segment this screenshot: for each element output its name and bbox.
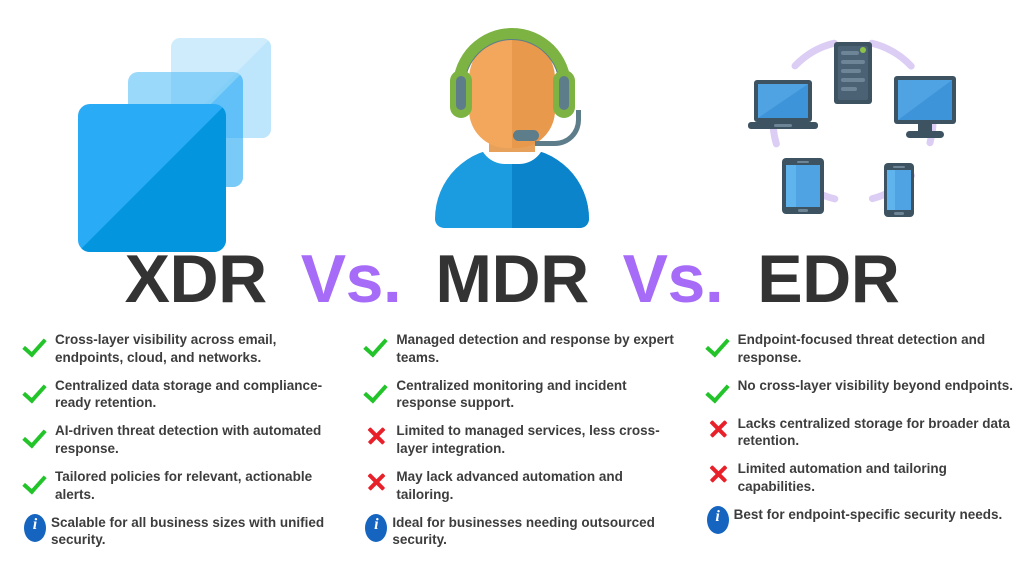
feature-bullet-text: Best for endpoint-specific security need…	[733, 506, 1003, 522]
mdr-feature-list: Managed detection and response by expert…	[341, 330, 682, 558]
feature-bullet: AI-driven threat detection with automate…	[22, 421, 335, 458]
x-icon	[363, 422, 391, 450]
feature-bullet-text: AI-driven threat detection with automate…	[55, 423, 322, 457]
check-icon	[705, 377, 733, 405]
smartphone-icon	[883, 162, 914, 217]
feature-bullet-text: Centralized monitoring and incident resp…	[396, 377, 627, 411]
feature-bullet: Lacks centralized storage for broader da…	[705, 414, 1018, 451]
icon-row	[0, 0, 1024, 252]
feature-bullet-text: Lacks centralized storage for broader da…	[737, 415, 1010, 449]
info-icon: i	[24, 513, 46, 542]
check-icon	[363, 331, 391, 359]
check-icon	[22, 422, 50, 450]
headset-earcup-right-inner	[558, 75, 569, 110]
info-icon-glyph: i	[32, 515, 38, 533]
headset-mic	[512, 129, 539, 141]
feature-bullet-text: Ideal for businesses needing outsourced …	[392, 514, 655, 548]
feature-bullet-text: No cross-layer visibility beyond endpoin…	[737, 377, 1013, 393]
title-edr: EDR	[757, 241, 900, 317]
title-xdr: XDR	[124, 241, 268, 317]
headset-mic-boom	[534, 109, 581, 146]
feature-bullet: Tailored policies for relevant, actionab…	[22, 467, 335, 504]
check-icon	[705, 331, 733, 359]
feature-bullet: Cross-layer visibility across email, end…	[22, 330, 335, 367]
mdr-icon-cell	[341, 0, 682, 240]
check-icon	[22, 331, 50, 359]
feature-bullet: i Best for endpoint-specific security nee…	[705, 505, 1018, 534]
check-icon	[363, 377, 391, 405]
feature-bullet: No cross-layer visibility beyond endpoin…	[705, 376, 1018, 405]
feature-bullet: Centralized data storage and compliance-…	[22, 376, 335, 413]
feature-bullet-text: Limited to managed services, less cross-…	[396, 423, 660, 457]
layered-square-front	[77, 104, 226, 252]
layered-squares-icon	[66, 20, 276, 252]
info-icon-glyph: i	[374, 515, 379, 533]
feature-bullet: Managed detection and response by expert…	[363, 330, 676, 367]
feature-bullet: i Ideal for businesses needing outsourced…	[363, 513, 676, 550]
laptop-icon	[747, 79, 818, 129]
feature-bullet-text: Limited automation and tailoring capabil…	[737, 461, 947, 495]
connected-endpoints-circle-icon	[746, 18, 961, 223]
feature-bullet-text: Endpoint-focused threat detection and re…	[737, 332, 986, 365]
feature-bullet: Centralized monitoring and incident resp…	[363, 376, 676, 413]
x-icon	[705, 415, 733, 443]
info-icon: i	[706, 505, 729, 534]
info-icon-glyph: i	[715, 507, 720, 525]
tablet-icon	[781, 157, 824, 214]
x-icon	[705, 460, 733, 488]
title-vs-2: Vs.	[622, 241, 724, 317]
xdr-feature-list: Cross-layer visibility across email, end…	[0, 330, 341, 558]
feature-bullet-text: Scalable for all business sizes with uni…	[51, 514, 325, 548]
title-vs-1: Vs.	[300, 241, 402, 317]
feature-bullet-text: Managed detection and response by expert…	[396, 332, 674, 365]
feature-bullet-text: Tailored policies for relevant, actionab…	[55, 468, 313, 502]
feature-bullet-text: Centralized data storage and compliance-…	[55, 377, 323, 411]
feature-bullet: Limited to managed services, less cross-…	[363, 421, 676, 458]
headset-earcup-left-inner	[455, 75, 466, 110]
feature-bullet-text: Cross-layer visibility across email, end…	[55, 332, 277, 365]
edr-feature-list: Endpoint-focused threat detection and re…	[683, 330, 1024, 558]
feature-bullet: i Scalable for all business sizes with un…	[22, 513, 335, 550]
title-mdr: MDR	[435, 241, 589, 317]
feature-bullet: Limited automation and tailoring capabil…	[705, 459, 1018, 496]
page-title: XDR Vs. MDR Vs. EDR	[0, 240, 1024, 318]
edr-icon-cell	[683, 0, 1024, 240]
check-icon	[22, 377, 50, 405]
feature-bullet: May lack advanced automation and tailori…	[363, 467, 676, 504]
xdr-icon-cell	[0, 0, 341, 252]
monitor-icon	[893, 75, 956, 138]
x-icon	[363, 468, 391, 496]
server-icon	[833, 41, 872, 104]
info-icon: i	[365, 513, 388, 542]
support-agent-headset-icon	[417, 18, 607, 228]
check-icon	[22, 468, 50, 496]
feature-bullet: Endpoint-focused threat detection and re…	[705, 330, 1018, 367]
feature-bullet-text: May lack advanced automation and tailori…	[396, 468, 623, 502]
comparison-columns: Cross-layer visibility across email, end…	[0, 318, 1024, 558]
